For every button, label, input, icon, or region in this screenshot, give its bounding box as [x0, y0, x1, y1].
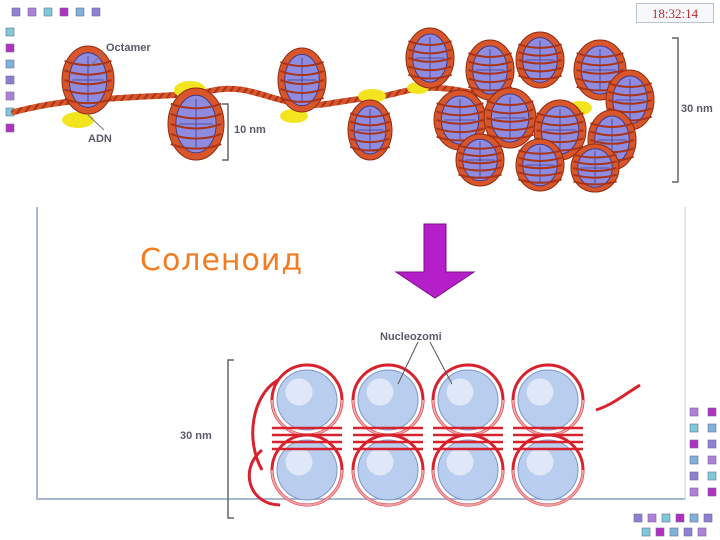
chromatin-fiber-diagram [11, 27, 679, 193]
solenoid-nucleosome [511, 433, 585, 507]
nucleosome [465, 39, 515, 101]
nucleosome [167, 87, 225, 161]
square-bullet [689, 423, 699, 433]
solenoid-nucleosome [270, 363, 344, 437]
solenoid-dna-loop [247, 448, 281, 507]
square-bullet [707, 487, 717, 497]
solenoid-nucleosome [511, 363, 585, 437]
square-bullet [707, 423, 717, 433]
square-bullet [655, 527, 665, 537]
solenoid-nucleosome [431, 363, 505, 437]
nucleosome [515, 31, 565, 89]
label-adn: ADN [88, 133, 112, 145]
solenoid-dna-tail [595, 383, 641, 412]
square-bullet [689, 513, 699, 523]
nucleosome [61, 45, 115, 115]
square-bullet [683, 527, 693, 537]
label-10nm: 10 nm [234, 124, 266, 136]
solenoid-nucleosome [351, 363, 425, 437]
square-bullet [5, 75, 15, 85]
clock: 18:32:14 [636, 3, 714, 23]
content-frame [36, 207, 686, 500]
square-bullet [707, 439, 717, 449]
square-bullet [91, 7, 101, 17]
scale-bracket-solenoid [227, 359, 234, 519]
solenoid-nucleosome [270, 433, 344, 507]
square-bullet [689, 471, 699, 481]
square-bullet [647, 513, 657, 523]
square-bullet [707, 471, 717, 481]
linker-protein [280, 109, 308, 123]
square-bullet [707, 407, 717, 417]
label-30nm-fiber: 30 nm [681, 103, 713, 115]
square-bullet [5, 27, 15, 37]
square-bullet [697, 527, 707, 537]
square-bullet [689, 487, 699, 497]
solenoid-nucleosome [351, 433, 425, 507]
nucleosome [570, 143, 620, 193]
square-bullet [703, 513, 713, 523]
arrow-down-icon [394, 223, 476, 299]
square-bullet [689, 455, 699, 465]
solenoid-nucleosome [431, 433, 505, 507]
square-bullet [27, 7, 37, 17]
square-bullet [75, 7, 85, 17]
square-bullet [5, 59, 15, 69]
nucleosome [405, 27, 455, 89]
square-bullet [5, 123, 15, 133]
label-nucleozomi: Nucleozomi [380, 331, 442, 343]
square-bullet [689, 439, 699, 449]
scale-bracket-30nm [672, 37, 679, 183]
label-octamer: Octamer [106, 42, 151, 54]
square-bullet [633, 513, 643, 523]
linker-protein [62, 112, 94, 128]
square-bullet [675, 513, 685, 523]
square-bullet [641, 527, 651, 537]
square-bullet [5, 43, 15, 53]
scale-bracket-10nm [222, 103, 229, 161]
solenoid-dna-loop [251, 378, 279, 471]
label-30nm-solenoid: 30 nm [180, 430, 212, 442]
nucleosome [347, 99, 393, 161]
linker-protein [358, 89, 386, 103]
square-bullet [5, 91, 15, 101]
square-bullet [661, 513, 671, 523]
nucleosome [455, 133, 505, 187]
page-title: Соленоид [140, 243, 304, 278]
nucleosome [277, 47, 327, 113]
square-bullet [43, 7, 53, 17]
square-bullet [669, 527, 679, 537]
square-bullet [689, 407, 699, 417]
square-bullet [11, 7, 21, 17]
nucleosome [483, 87, 537, 149]
square-bullet [707, 455, 717, 465]
nucleosome [515, 138, 565, 192]
square-bullet [59, 7, 69, 17]
